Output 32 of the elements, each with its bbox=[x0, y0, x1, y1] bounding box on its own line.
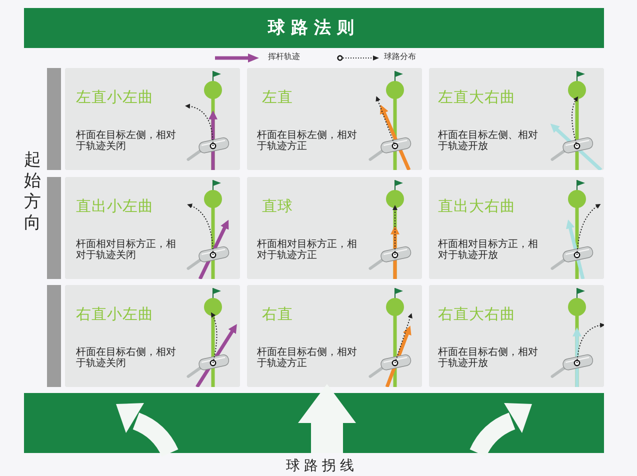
rule-card bbox=[65, 177, 240, 279]
rule-card bbox=[247, 285, 422, 387]
card-description: 杆面相对目标方正，相对于轨迹关闭 bbox=[76, 239, 177, 261]
rule-card bbox=[247, 68, 422, 170]
rule-card bbox=[247, 177, 422, 279]
card-description: 杆面在目标左侧，相对于轨迹方正 bbox=[257, 130, 358, 152]
rule-card bbox=[429, 285, 604, 387]
card-description: 杆面在目标右侧，相对于轨迹开放 bbox=[438, 347, 539, 369]
rule-card bbox=[65, 68, 240, 170]
card-heading: 直出大右曲 bbox=[438, 197, 516, 215]
axis-label: 球路拐线 bbox=[286, 458, 358, 475]
rule-card bbox=[65, 285, 240, 387]
card-heading: 右直 bbox=[262, 305, 293, 323]
card-description: 杆面相对目标方正，相对于轨迹开放 bbox=[438, 239, 539, 261]
card-heading: 左直大右曲 bbox=[438, 88, 516, 106]
rule-card bbox=[429, 68, 604, 170]
card-description: 杆面在目标右侧，相对于轨迹方正 bbox=[257, 347, 358, 369]
card-heading: 直球 bbox=[262, 197, 293, 215]
rule-card bbox=[429, 177, 604, 279]
legend-label: 球路分布 bbox=[384, 52, 416, 62]
card-heading: 左直小左曲 bbox=[76, 88, 154, 106]
card-heading: 右直大右曲 bbox=[438, 305, 516, 323]
card-heading: 直出小左曲 bbox=[76, 197, 154, 215]
card-description: 杆面在目标左侧，相对于轨迹关闭 bbox=[76, 130, 177, 152]
card-description: 杆面相对目标方正，相对于轨迹方正 bbox=[257, 239, 358, 261]
legend-label: 挥杆轨迹 bbox=[268, 52, 300, 62]
title-text: 球路法则 bbox=[268, 17, 360, 39]
card-description: 杆面在目标左侧、相对于轨迹开放 bbox=[438, 130, 539, 152]
card-heading: 右直小左曲 bbox=[76, 305, 154, 323]
axis-label: 起始方向 bbox=[24, 150, 41, 234]
card-description: 杆面在目标右侧，相对于轨迹关闭 bbox=[76, 347, 177, 369]
card-heading: 左直 bbox=[262, 88, 293, 106]
